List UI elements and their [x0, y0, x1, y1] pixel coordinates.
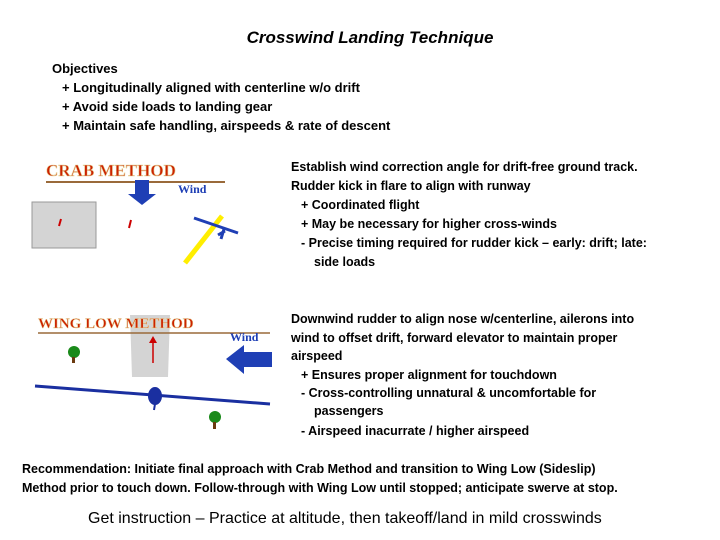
crab-description: Rudder kick in flare to align with runwa…: [291, 179, 531, 193]
crabbed-plane-icon: [183, 214, 239, 265]
tree-icon: [68, 346, 80, 363]
crab-point: + Coordinated flight: [301, 198, 420, 212]
wind-arrow-left-icon: [226, 345, 272, 374]
tree-icon: [209, 411, 221, 429]
crab-method-illustration: CRAB METHOD Wind: [31, 161, 239, 265]
wing-low-illustration: WING LOW METHOD Wind: [34, 315, 272, 429]
wind-label: Wind: [230, 330, 259, 344]
track-marker: [128, 219, 132, 229]
svg-text:CRAB METHOD: CRAB METHOD: [46, 161, 176, 180]
crab-point: + May be necessary for higher cross-wind…: [301, 217, 557, 231]
wind-arrow-icon: [128, 180, 156, 205]
objectives-heading: Objectives: [52, 61, 118, 76]
crab-point: side loads: [314, 255, 376, 269]
wing-low-description: airspeed: [291, 349, 343, 363]
runway-shape: [130, 315, 170, 377]
runway-marker: [58, 218, 62, 227]
runway-box: [31, 201, 97, 249]
crab-point: - Precise timing required for rudder kic…: [301, 236, 647, 250]
footer-note: Get instruction – Practice at altitude, …: [88, 510, 602, 527]
svg-text:WING LOW METHOD: WING LOW METHOD: [38, 316, 194, 332]
wind-label: Wind: [178, 182, 207, 196]
wing-low-plane-icon: [34, 384, 271, 411]
crab-description: Establish wind correction angle for drif…: [291, 160, 638, 174]
wing-low-description: wind to offset drift, forward elevator t…: [291, 331, 618, 345]
wing-low-point: - Cross-controlling unnatural & uncomfor…: [301, 386, 597, 400]
recommendation-text: Method prior to touch down. Follow-throu…: [22, 481, 618, 495]
wing-low-point: passengers: [314, 404, 384, 418]
wing-low-method-logo: WING LOW METHOD: [38, 316, 270, 334]
crab-method-logo: CRAB METHOD: [46, 161, 225, 183]
objective-item: + Avoid side loads to landing gear: [62, 99, 273, 114]
wing-low-point: - Airspeed inacurrate / higher airspeed: [301, 424, 530, 438]
objective-item: + Maintain safe handling, airspeeds & ra…: [62, 118, 391, 133]
recommendation-text: Recommendation: Initiate final approach …: [22, 462, 596, 476]
wing-low-description: Downwind rudder to align nose w/centerli…: [291, 312, 635, 326]
wing-low-point: + Ensures proper alignment for touchdown: [301, 368, 557, 382]
objective-item: + Longitudinally aligned with centerline…: [62, 80, 360, 95]
page-title: Crosswind Landing Technique: [246, 28, 494, 47]
